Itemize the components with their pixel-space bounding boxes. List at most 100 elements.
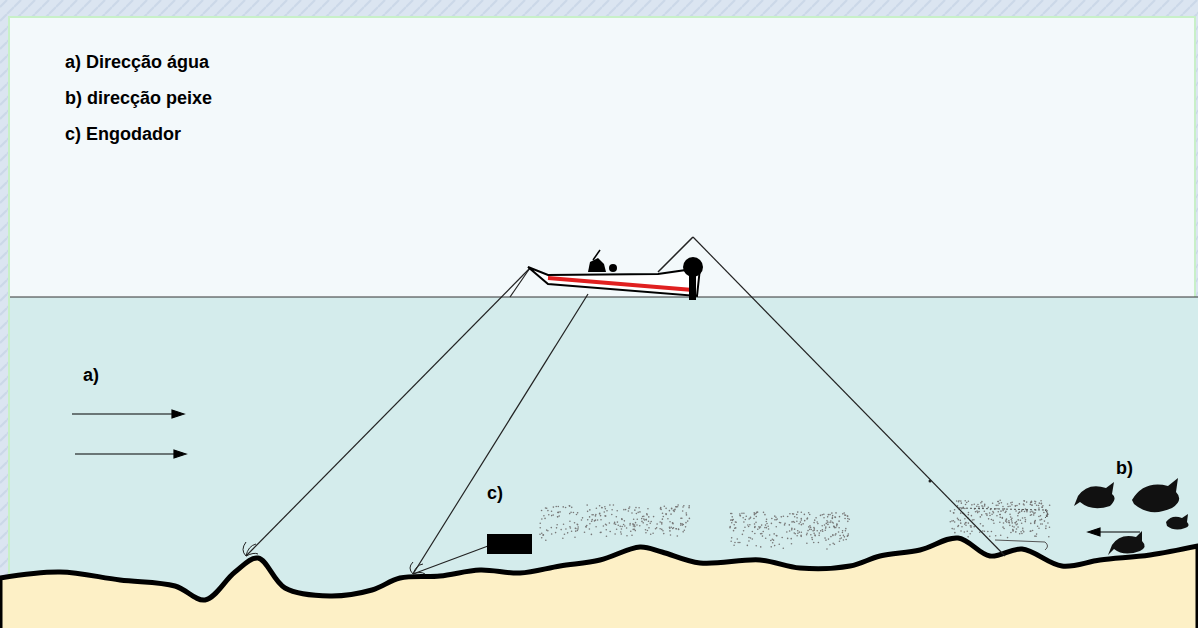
chum-dot: [733, 544, 735, 546]
chum-dot: [953, 520, 955, 522]
chum-dot: [977, 512, 979, 514]
chum-dot: [659, 521, 661, 523]
chum-dot: [953, 528, 955, 530]
chum-dot: [789, 530, 791, 532]
chum-dot: [743, 530, 745, 532]
chum-dot: [980, 523, 982, 525]
chum-dot: [1002, 517, 1004, 519]
chum-dot: [689, 518, 691, 520]
chum-dot: [964, 508, 966, 510]
chum-dot: [809, 514, 811, 516]
chum-dot: [831, 522, 833, 524]
chum-dot: [826, 523, 828, 525]
chum-dot: [675, 528, 677, 530]
fishing-line: [246, 268, 530, 556]
chum-dot: [600, 532, 602, 534]
chum-dot: [764, 527, 766, 529]
chum-dot: [1017, 515, 1019, 517]
chum-dot: [734, 527, 736, 529]
chum-dot: [636, 513, 638, 515]
chum-dot: [599, 505, 601, 507]
chum-dot: [600, 515, 602, 517]
chum-dot: [789, 513, 791, 515]
chum-dot: [1008, 522, 1010, 524]
chum-dot: [794, 528, 796, 530]
chum-dot: [678, 529, 680, 531]
chum-dot: [557, 516, 559, 518]
chum-dot: [1002, 506, 1004, 508]
chum-dot: [817, 523, 819, 525]
chum-dot: [639, 511, 641, 513]
chum-dot: [780, 522, 782, 524]
chum-dot: [1022, 529, 1024, 531]
water-surface: [10, 297, 1198, 298]
chum-dot: [575, 527, 577, 529]
chum-dot: [780, 516, 782, 518]
chum-dot: [600, 519, 602, 521]
chum-dot: [800, 536, 802, 538]
chum-dot: [999, 500, 1001, 502]
chum-dot: [754, 526, 756, 528]
chum-dot: [951, 528, 953, 530]
chum-dot: [541, 518, 543, 520]
chum-dot: [563, 523, 565, 525]
chum-dot: [680, 524, 682, 526]
chum-dot: [827, 524, 829, 526]
chum-dot: [680, 517, 682, 519]
chum-dot: [609, 504, 611, 506]
chum-dot: [993, 512, 995, 514]
chum-dot: [775, 526, 777, 528]
chum-dot: [762, 531, 764, 533]
chum-dot: [591, 514, 593, 516]
chum-dot: [634, 528, 636, 530]
chum-dot: [611, 514, 613, 516]
chum-dot: [621, 518, 623, 520]
chum-dot: [748, 518, 750, 520]
chum-dot: [973, 503, 975, 505]
chum-dot: [1019, 511, 1021, 513]
chum-dot: [594, 520, 596, 522]
chum-dot: [843, 539, 845, 541]
chum-dot: [733, 530, 735, 532]
chum-dot: [686, 514, 688, 516]
chum-dot: [1038, 505, 1040, 507]
chum-dot: [621, 526, 623, 528]
chum-dot: [968, 512, 970, 514]
chum-dot: [984, 505, 986, 507]
chum-dot: [735, 521, 737, 523]
chum-dot: [984, 510, 986, 512]
chum-dot: [1030, 523, 1032, 525]
chum-dot: [662, 512, 664, 514]
chum-dot: [995, 505, 997, 507]
chum-dot: [565, 507, 567, 509]
chum-dot: [783, 515, 785, 517]
chum-dot: [569, 505, 571, 507]
chum-dot: [832, 515, 834, 517]
chum-dot: [829, 526, 831, 528]
chum-dot: [1002, 517, 1004, 519]
chum-dot: [1005, 511, 1007, 513]
chum-dot: [814, 535, 816, 537]
seabed: [0, 538, 1198, 628]
chum-dot: [806, 534, 808, 536]
chum-dot: [982, 530, 984, 532]
chum-dot: [815, 517, 817, 519]
chum-dot: [550, 527, 552, 529]
chum-dot: [543, 515, 545, 517]
chum-dot: [812, 530, 814, 532]
chum-dot: [766, 518, 768, 520]
chum-dot: [957, 517, 959, 519]
chum-dot: [739, 513, 741, 515]
chum-dot: [661, 522, 663, 524]
chum-dot: [543, 534, 545, 536]
chum-dot: [589, 528, 591, 530]
chum-dot: [649, 522, 651, 524]
chum-dot: [634, 530, 636, 532]
chum-dot: [1025, 521, 1027, 523]
chum-dot: [581, 519, 583, 521]
chum-dot: [807, 517, 809, 519]
chum-dot: [639, 525, 641, 527]
chum-dot: [813, 542, 815, 544]
chum-dot: [682, 531, 684, 533]
